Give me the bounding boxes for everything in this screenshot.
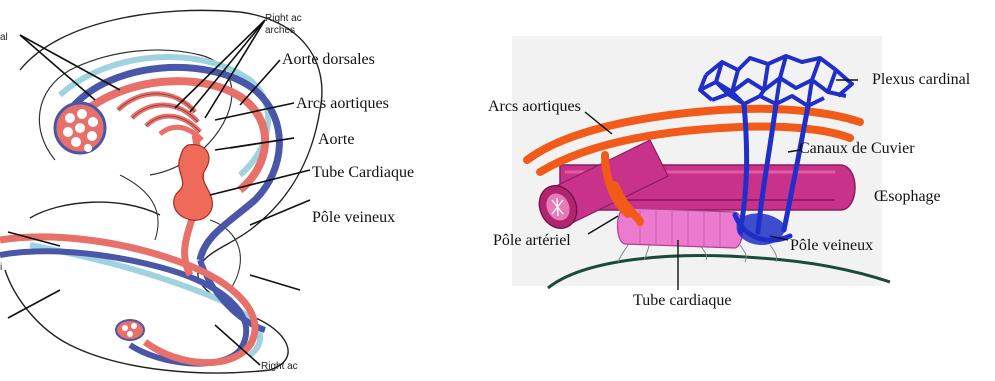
label-right-ac-arches-1: Right ac <box>265 13 302 24</box>
label-arcs-aortiques-right: Arcs aortiques <box>488 98 581 115</box>
label-pole-veineux-right: Pôle veineux <box>790 237 873 254</box>
label-right-ac-arches-2: arches <box>265 25 295 36</box>
label-oesophage: Œsophage <box>874 188 941 205</box>
tail-plexus <box>116 320 144 340</box>
left-embryo-figure: Right ac arches al Aorte dorsales Arcs a… <box>0 10 414 373</box>
label-pole-arteriel: Pôle artériel <box>493 232 571 249</box>
label-right-ac-bottom: Right ac <box>261 361 298 372</box>
label-tube-cardiaque-left: Tube Cardiaque <box>312 164 414 181</box>
label-plexus-cardinal: Plexus cardinal <box>872 71 971 88</box>
label-pole-veineux-left: Pôle veineux <box>312 209 395 226</box>
label-cropped-left-mid: i <box>0 262 2 273</box>
label-aorte: Aorte <box>318 131 354 148</box>
heart-tube-left <box>174 145 213 221</box>
head-plexus <box>55 103 105 153</box>
right-schematic-figure: Plexus cardinal Arcs aortiques Canaux de… <box>488 36 971 309</box>
label-canaux-de-cuvier: Canaux de Cuvier <box>799 140 915 157</box>
label-tube-cardiaque-right: Tube cardiaque <box>633 292 732 309</box>
label-aorte-dorsales: Aorte dorsales <box>282 51 375 68</box>
label-arcs-aortiques-left: Arcs aortiques <box>296 95 389 112</box>
label-cropped-left-top: al <box>0 32 8 43</box>
